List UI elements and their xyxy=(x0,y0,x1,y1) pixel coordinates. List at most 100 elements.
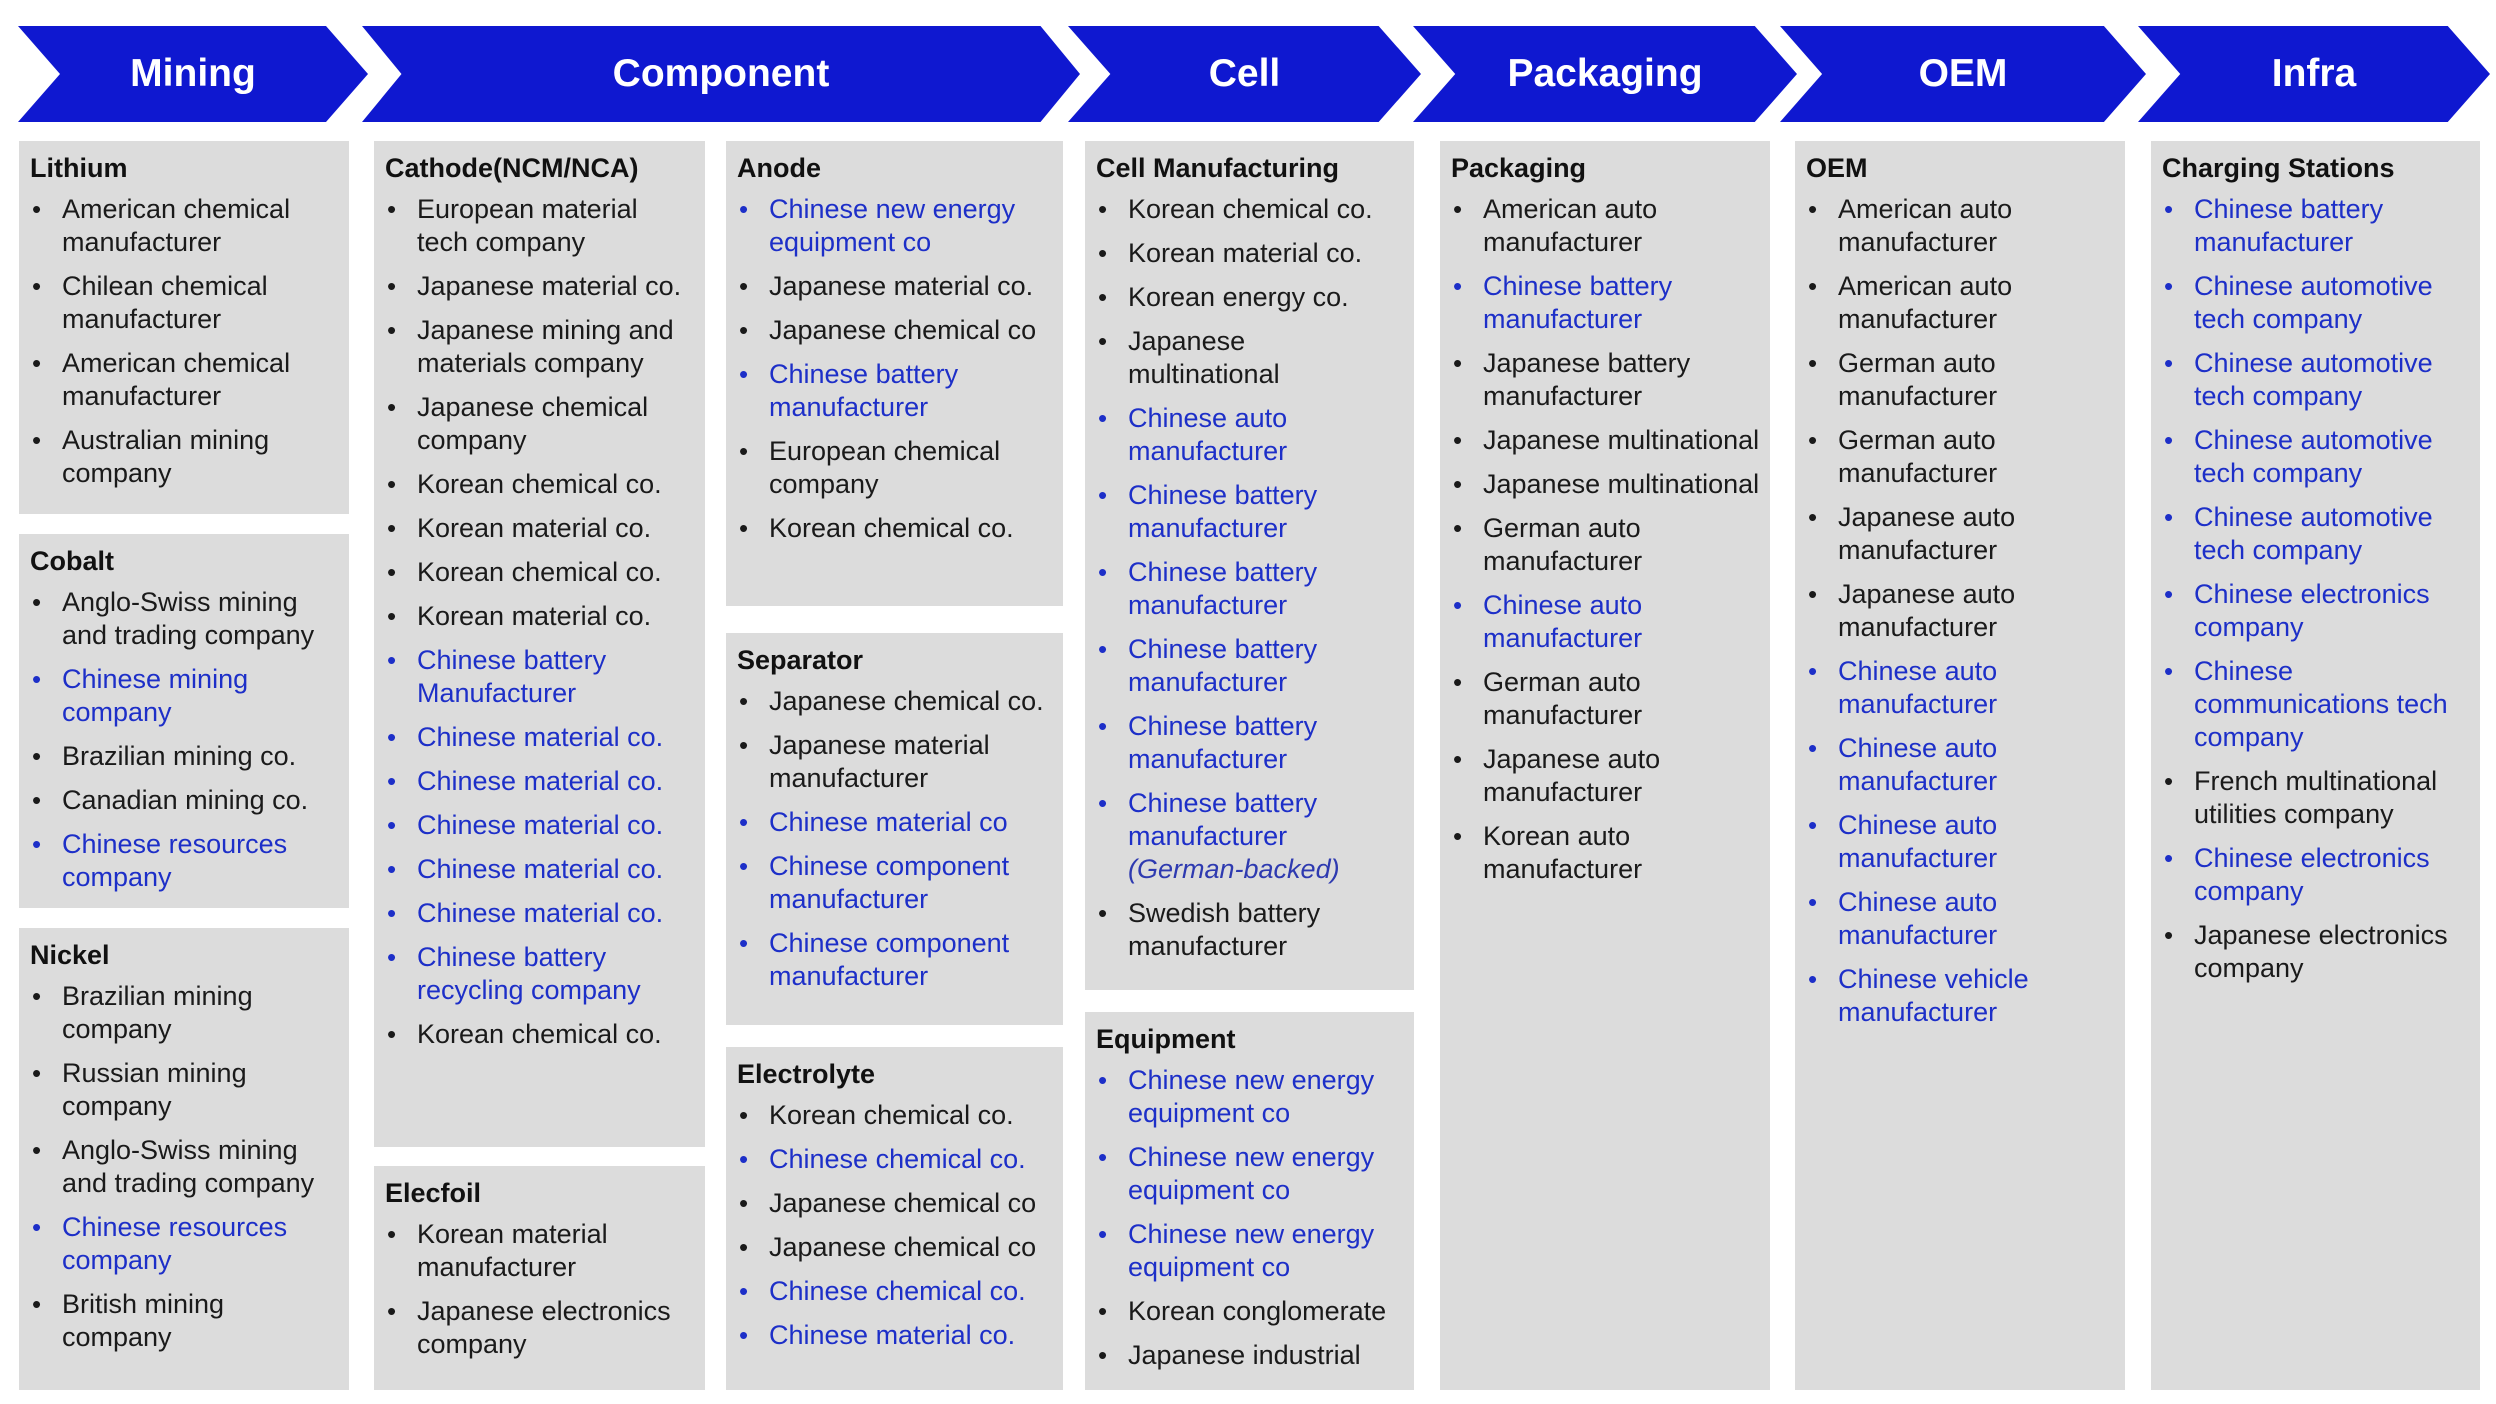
company-name: Chinese mining company xyxy=(62,664,249,727)
company-name: Korean material co. xyxy=(417,513,652,543)
company-item: Australian mining company xyxy=(30,424,339,490)
company-name: Australian mining company xyxy=(62,425,270,488)
company-item: Chinese component manufacturer xyxy=(737,927,1053,993)
company-item: Chinese battery manufacturer xyxy=(1096,479,1404,545)
company-name: Chinese battery manufacturer xyxy=(1128,557,1318,620)
section-electrolyte: ElectrolyteKorean chemical co.Chinese ch… xyxy=(726,1047,1063,1390)
company-item: Korean auto manufacturer xyxy=(1451,820,1760,886)
section-title: Cell Manufacturing xyxy=(1096,153,1340,183)
company-name: Chinese vehicle manufacturer xyxy=(1838,964,2029,1027)
company-name: Japanese industrial xyxy=(1128,1340,1361,1370)
company-name: Korean chemical co. xyxy=(417,557,662,587)
company-name: Chinese auto manufacturer xyxy=(1838,887,1998,950)
company-name: Japanese multinational xyxy=(1483,469,1760,499)
company-item: Russian mining company xyxy=(30,1057,339,1123)
company-item: Chinese automotive tech company xyxy=(2162,347,2470,413)
company-item: Canadian mining co. xyxy=(30,784,339,817)
company-name: Japanese mining and materials company xyxy=(417,315,674,378)
company-name: Japanese material co. xyxy=(769,271,1034,301)
section-cell-manufacturing: Cell ManufacturingKorean chemical co.Kor… xyxy=(1085,141,1414,990)
company-name: Chinese new energy equipment co xyxy=(1128,1219,1375,1282)
company-item: Japanese material manufacturer xyxy=(737,729,1053,795)
company-name: Chinese communications tech company xyxy=(2194,656,2448,752)
company-item: Chinese new energy equipment co xyxy=(1096,1064,1404,1130)
section-nickel: NickelBrazilian mining companyRussian mi… xyxy=(19,928,349,1390)
stage-label: Cell xyxy=(1208,52,1281,95)
company-name: Chinese new energy equipment co xyxy=(769,194,1016,257)
section-title: Lithium xyxy=(30,153,128,183)
section-cathode: Cathode(NCM/NCA)European material tech c… xyxy=(374,141,705,1147)
company-name: American auto manufacturer xyxy=(1838,194,2013,257)
company-list: Brazilian mining companyRussian mining c… xyxy=(30,980,339,1354)
stage-label: Packaging xyxy=(1507,52,1703,95)
company-name: Chinese new energy equipment co xyxy=(1128,1065,1375,1128)
company-name: Chinese auto manufacturer xyxy=(1838,656,1998,719)
company-item: Chinese battery manufacturer xyxy=(2162,193,2470,259)
section-anode: AnodeChinese new energy equipment coJapa… xyxy=(726,141,1063,606)
company-item: Chinese automotive tech company xyxy=(2162,424,2470,490)
company-item: Chinese battery Manufacturer xyxy=(385,644,695,710)
stage-label: Mining xyxy=(130,52,256,95)
company-item: Chinese battery manufacturer xyxy=(1096,556,1404,622)
company-list: Anglo-Swiss mining and trading companyCh… xyxy=(30,586,339,894)
company-item: Japanese chemical co xyxy=(737,1187,1053,1220)
company-name: Chinese battery manufacturer xyxy=(1483,271,1673,334)
company-item: Chinese component manufacturer xyxy=(737,850,1053,916)
company-name: Japanese electronics company xyxy=(2194,920,2448,983)
company-item: Chinese battery manufacturer xyxy=(737,358,1053,424)
company-list: American auto manufacturerChinese batter… xyxy=(1451,193,1760,886)
company-item: Swedish battery manufacturer xyxy=(1096,897,1404,963)
section-equipment: EquipmentChinese new energy equipment co… xyxy=(1085,1012,1414,1390)
company-item: European material tech company xyxy=(385,193,695,259)
company-name: Russian mining company xyxy=(62,1058,247,1121)
company-name: Chinese material co. xyxy=(417,854,664,884)
company-name: Chinese auto manufacturer xyxy=(1483,590,1643,653)
section-title: Cobalt xyxy=(30,546,114,576)
section-title: Packaging xyxy=(1451,153,1587,183)
company-item: Korean material co. xyxy=(385,512,695,545)
company-item: Chinese auto manufacturer xyxy=(1806,809,2115,875)
stage-arrow-mining: Mining xyxy=(18,26,368,122)
company-item: American chemical manufacturer xyxy=(30,347,339,413)
company-name: Chinese component manufacturer xyxy=(769,928,1010,991)
company-item: Chinese chemical co. xyxy=(737,1143,1053,1176)
company-name: Chinese resources company xyxy=(62,829,288,892)
company-item: Japanese material co. xyxy=(385,270,695,303)
stage-arrow-component: Component xyxy=(362,26,1080,122)
company-item: Korean chemical co. xyxy=(737,512,1053,545)
company-item: Japanese material co. xyxy=(737,270,1053,303)
section-cobalt: CobaltAnglo-Swiss mining and trading com… xyxy=(19,534,349,908)
company-name: Chinese battery recycling company xyxy=(417,942,641,1005)
company-name: Chinese component manufacturer xyxy=(769,851,1010,914)
company-name: Chinese automotive tech company xyxy=(2194,425,2433,488)
company-item: Korean conglomerate xyxy=(1096,1295,1404,1328)
company-name: Korean material co. xyxy=(417,601,652,631)
company-item: American auto manufacturer xyxy=(1806,270,2115,336)
company-list: American chemical manufacturerChilean ch… xyxy=(30,193,339,490)
company-name: Chinese material co. xyxy=(417,766,664,796)
company-item: Brazilian mining co. xyxy=(30,740,339,773)
company-name: Chinese battery manufacturer xyxy=(2194,194,2384,257)
company-item: Chinese material co. xyxy=(737,1319,1053,1352)
company-item: Japanese multinational xyxy=(1096,325,1404,391)
stage-arrow-infra: Infra xyxy=(2138,26,2490,122)
company-name: Japanese chemical co xyxy=(769,1188,1037,1218)
company-item: Japanese chemical co. xyxy=(737,685,1053,718)
company-name: Japanese multinational xyxy=(1483,425,1760,455)
company-item: Korean chemical co. xyxy=(1096,193,1404,226)
company-item: Chinese communications tech company xyxy=(2162,655,2470,754)
company-item: Japanese chemical co xyxy=(737,314,1053,347)
company-name: European chemical company xyxy=(769,436,1001,499)
company-item: Chinese new energy equipment co xyxy=(1096,1218,1404,1284)
section-elecfoil: ElecfoilKorean material manufacturerJapa… xyxy=(374,1166,705,1390)
company-name: Chinese automotive tech company xyxy=(2194,348,2433,411)
company-name: Chinese battery Manufacturer xyxy=(417,645,607,708)
company-item: Japanese multinational xyxy=(1451,424,1760,457)
company-item: Chinese battery manufacturer xyxy=(1096,633,1404,699)
company-list: American auto manufacturerAmerican auto … xyxy=(1806,193,2115,1029)
company-item: Chinese electronics company xyxy=(2162,842,2470,908)
company-name: Korean chemical co. xyxy=(417,469,662,499)
company-item: Japanese industrial xyxy=(1096,1339,1404,1372)
company-item: Japanese multinational xyxy=(1451,468,1760,501)
section-title: OEM xyxy=(1806,153,1868,183)
